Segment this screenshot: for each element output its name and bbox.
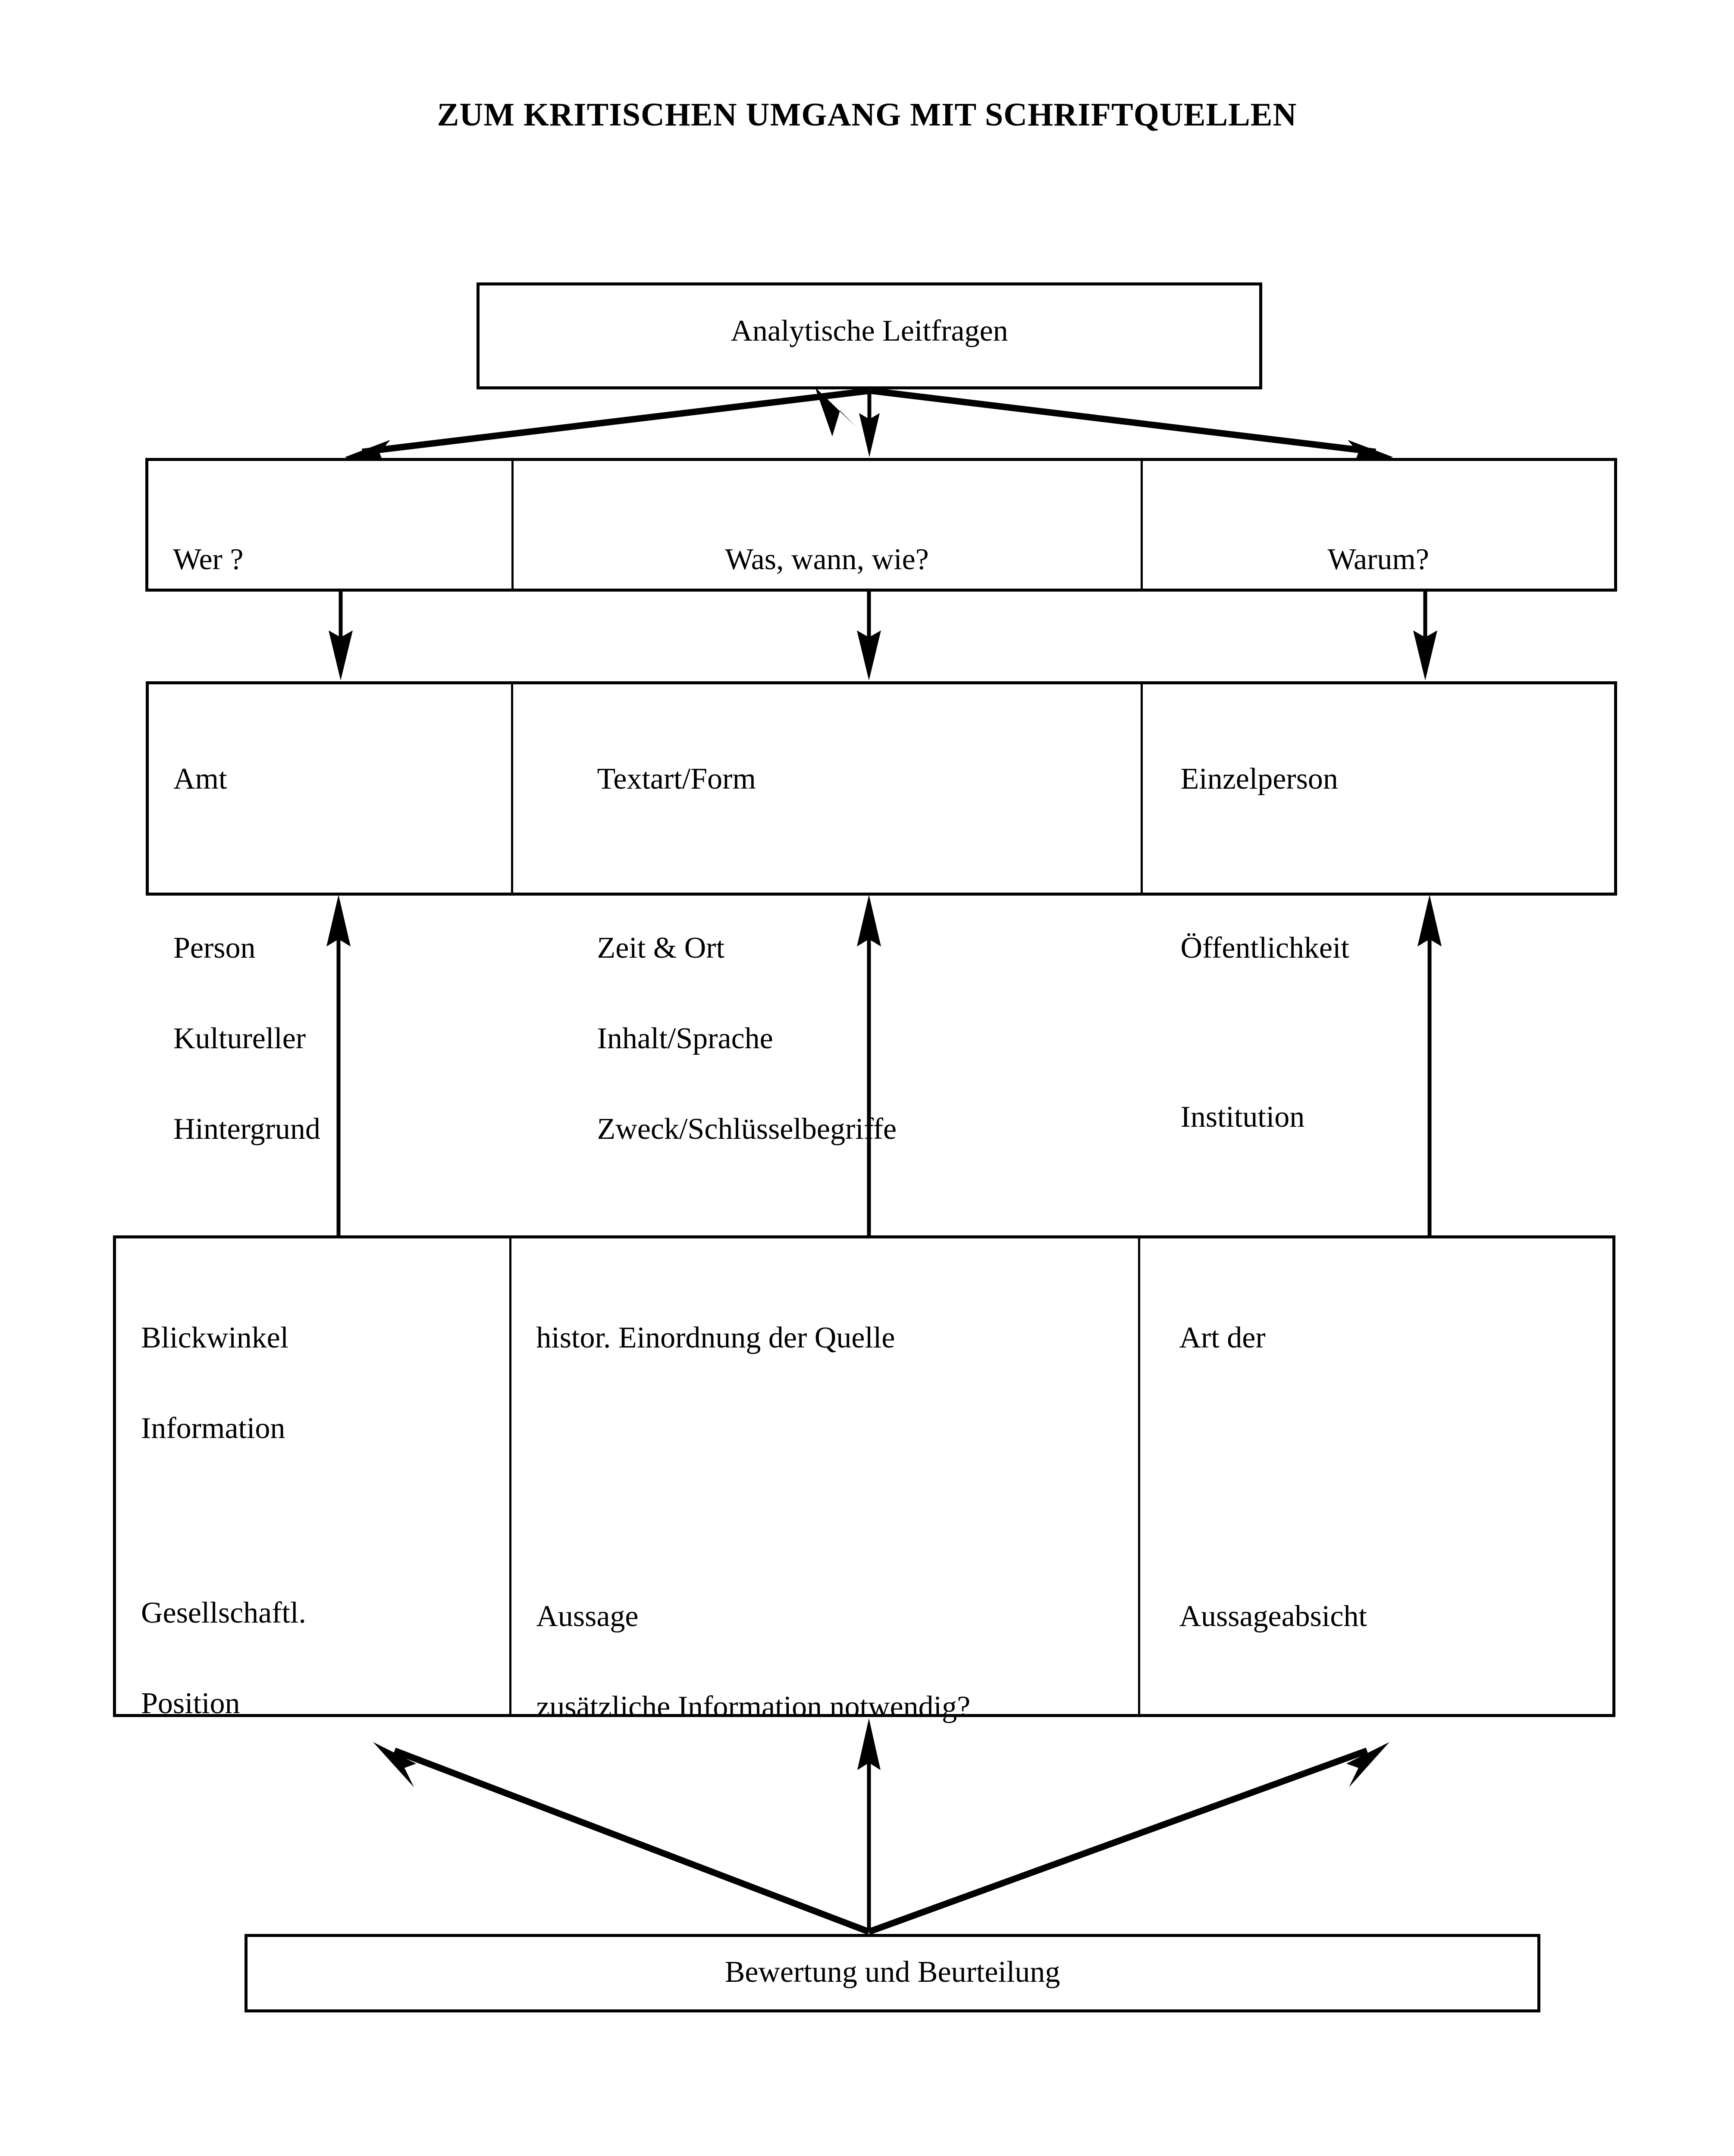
- cell-line-2: Person: [173, 931, 256, 965]
- cell-einzelperson[interactable]: Einzelperson Öffentlichkeit Institution: [1140, 684, 1614, 1132]
- arrow-up-to-top-box: [815, 387, 856, 436]
- row-questions: Wer ? Autor Was, wann, wie? Quelle Warum…: [145, 458, 1617, 731]
- cell-line-2: Öffentlichkeit: [1180, 931, 1349, 965]
- line-gap: [1181, 855, 1349, 873]
- arrow-artder-to-einzelperson: [1417, 895, 1442, 1235]
- cell-line-3: Aussageabsicht: [1179, 1600, 1367, 1633]
- node-bewertung-und-beurteilung[interactable]: Bewertung und Beurteilung: [245, 1934, 1540, 2012]
- arrow-blickwinkel-to-amt: [326, 895, 351, 1235]
- line-gap: [1181, 1024, 1349, 1042]
- cell-text: Amt Person Kultureller Hintergrund: [173, 704, 320, 1205]
- line-gap: [1179, 1507, 1367, 1541]
- page-title: ZUM KRITISCHEN UMGANG MIT SCHRIFTQUELLEN: [437, 97, 1297, 133]
- line-gap: [141, 1504, 306, 1538]
- cell-histor-einordnung[interactable]: histor. Einordnung der Quelle Aussage zu…: [509, 1238, 1138, 1722]
- cell-line-1: Wer ?: [173, 543, 244, 576]
- arrow-top-to-was: [859, 391, 880, 457]
- cell-line-4: Position: [141, 1687, 240, 1720]
- cell-line-3: Inhalt/Sprache: [597, 1022, 773, 1055]
- cell-line-1: Einzelperson: [1180, 762, 1338, 796]
- cell-line-1: Warum?: [1327, 543, 1429, 576]
- line-gap: [1143, 635, 1614, 640]
- cell-text: histor. Einordnung der Quelle Aussage zu…: [536, 1263, 970, 1783]
- cell-art-der-aussageabsicht[interactable]: Art der Aussageabsicht: [1138, 1238, 1612, 1714]
- cell-line-3: Gesellschaftl.: [141, 1596, 306, 1630]
- cell-text: Blickwinkel Information Gesellschaftl. P…: [141, 1263, 306, 1779]
- line-gap: [536, 1413, 970, 1447]
- cell-line-4: Hintergrund: [173, 1112, 320, 1146]
- cell-textart-form[interactable]: Textart/Form Zeit & Ort Inhalt/Sprache Z…: [511, 684, 1141, 1144]
- cell-line-2: Zeit & Ort: [597, 931, 725, 965]
- line-gap: [597, 855, 897, 873]
- cell-text: Textart/Form Zeit & Ort Inhalt/Sprache Z…: [597, 704, 897, 1205]
- cell-line-1: Textart/Form: [597, 762, 756, 796]
- row-analysis: Blickwinkel Information Gesellschaftl. P…: [113, 1235, 1615, 1722]
- cell-text: Art der Aussageabsicht: [1179, 1263, 1367, 1692]
- line-gap: [1179, 1413, 1367, 1447]
- node-analytische-leitfragen[interactable]: Analytische Leitfragen: [477, 282, 1262, 389]
- cell-line-1: Amt: [173, 762, 227, 796]
- line-gap: [173, 855, 320, 873]
- cell-line-2: Information: [141, 1412, 285, 1445]
- cell-line-3: Aussage: [536, 1600, 639, 1633]
- arrow-wer-to-amt: [329, 592, 353, 680]
- node-label: Analytische Leitfragen: [731, 314, 1008, 348]
- cell-wer-autor[interactable]: Wer ? Autor: [148, 461, 511, 731]
- cell-line-3: Kultureller: [173, 1022, 306, 1055]
- cell-blickwinkel-information[interactable]: Blickwinkel Information Gesellschaftl. P…: [116, 1238, 509, 1719]
- cell-line-4: Zweck/Schlüsselbegriffe: [597, 1112, 897, 1146]
- cell-line-4: Institution: [1180, 1100, 1305, 1134]
- cell-warum-empfaenger[interactable]: Warum? Empfänger: [1140, 461, 1614, 731]
- node-label: Bewertung und Beurteilung: [724, 1955, 1060, 1989]
- cell-text: Einzelperson Öffentlichkeit Institution: [1181, 704, 1349, 1193]
- cell-line-1: histor. Einordnung der Quelle: [536, 1321, 895, 1354]
- cell-line-1: Was, wann, wie?: [725, 543, 929, 576]
- cell-line-4: zusätzliche Information notwendig?: [536, 1690, 971, 1724]
- cell-amt-person[interactable]: Amt Person Kultureller Hintergrund: [149, 684, 511, 1144]
- line-gap: [173, 635, 243, 640]
- line-gap: [514, 635, 1141, 640]
- cell-was-wann-wie-quelle[interactable]: Was, wann, wie? Quelle: [511, 461, 1141, 731]
- line-gap: [536, 1507, 970, 1541]
- cell-line-1: Blickwinkel: [141, 1321, 289, 1354]
- row-aspects: Amt Person Kultureller Hintergrund Texta…: [146, 681, 1617, 1144]
- cell-line-1: Art der: [1179, 1321, 1266, 1354]
